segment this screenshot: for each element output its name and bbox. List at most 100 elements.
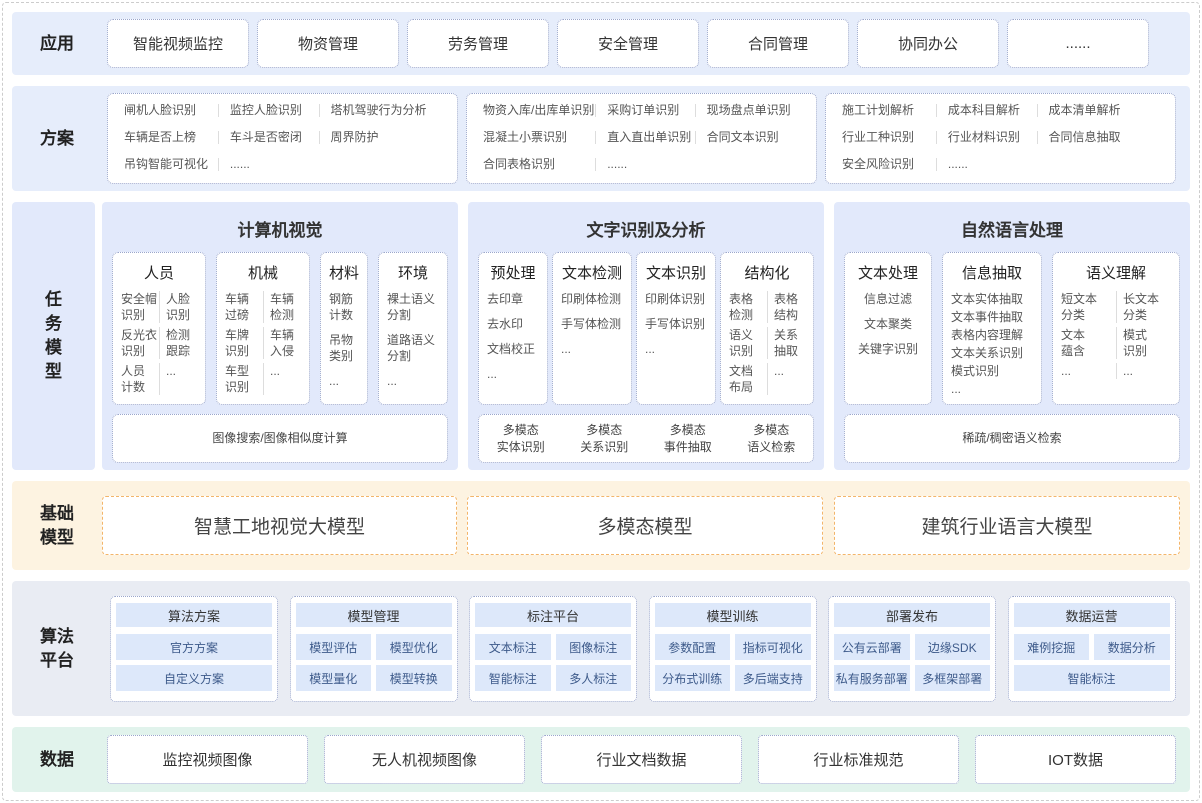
algo-item[interactable]: 公有云部署 [834, 634, 910, 660]
layer-label: 应用 [40, 33, 74, 53]
panel-title: 自然语言处理 [961, 221, 1063, 240]
task-item: 长文本 分类 [1116, 291, 1171, 323]
card-title: 结构化 [744, 265, 790, 282]
card-items: 安全帽 识别人脸 识别反光衣 识别检测 跟踪人员 计数... [113, 291, 205, 395]
task-item: ... [329, 374, 340, 388]
task-item: 车辆 过磅 [225, 292, 250, 322]
solution-layer: 方案 闸机人脸识别监控人脸识别塔机驾驶行为分析车辆是否上榜车斗是否密闭周界防护吊… [12, 86, 1190, 191]
card-items: 去印章去水印文档校正... [479, 291, 547, 382]
task-item: ... [1061, 364, 1072, 378]
task-item: 车辆 入侵 [263, 327, 301, 359]
algo-item[interactable]: 多框架部署 [914, 665, 990, 691]
solution-item: 周界防护 [318, 129, 447, 145]
task-card: 材料钢筋 计数吊物 类别... [320, 252, 368, 405]
task-card: 人员安全帽 识别人脸 识别反光衣 识别检测 跟踪人员 计数... [112, 252, 206, 405]
solution-item: 物资入库/出库单识别 [483, 103, 595, 117]
task-card: 语义理解短文本 分类长文本 分类文本 蕴含模式 识别...... [1052, 252, 1180, 405]
solution-item: 监控人脸识别 [217, 102, 331, 118]
algo-group: 标注平台文本标注图像标注智能标注多人标注 [469, 596, 637, 702]
task-item: ... [487, 367, 498, 381]
card-title: 信息抽取 [961, 265, 1022, 282]
task-item: 短文本 分类 [1061, 292, 1098, 322]
layer-label: 方案 [40, 128, 74, 148]
task-item: 文本 蕴含 [1061, 328, 1086, 358]
solution-item: 合同文本识别 [694, 129, 806, 145]
algo-item[interactable]: 自定义方案 [116, 665, 272, 691]
algo-item[interactable]: 分布式训练 [654, 665, 730, 691]
algo-item[interactable]: 图像标注 [555, 634, 631, 660]
task-item: ... [263, 363, 301, 395]
task-item: 手写体检测 [561, 317, 622, 331]
task-card: 信息抽取文本实体抽取文本事件抽取表格内容理解文本关系识别模式识别... [942, 252, 1042, 405]
app-item: 安全管理 [557, 19, 699, 68]
solution-item: ...... [935, 156, 1049, 172]
solution-item: 塔机驾驶行为分析 [318, 102, 447, 118]
task-item: 关键字识别 [857, 342, 918, 356]
task-card: 预处理去印章去水印文档校正... [478, 252, 548, 405]
task-item: 车牌 识别 [225, 328, 250, 358]
algo-item[interactable]: 智能标注 [475, 665, 551, 691]
algo-item[interactable]: 多人标注 [555, 665, 631, 691]
algo-group: 算法方案官方方案自定义方案 [110, 596, 278, 702]
solution-item: 现场盘点单识别 [694, 102, 806, 118]
solution-item: 采购订单识别 [595, 102, 706, 118]
base-model-layer: 基础 模型 智慧工地视觉大模型多模态模型建筑行业语言大模型 [12, 481, 1190, 570]
algo-item[interactable]: 数据分析 [1094, 634, 1170, 660]
algo-item[interactable]: 模型优化 [376, 634, 452, 660]
task-item: 文档校正 [487, 342, 536, 356]
task-bottom-box: 稀疏/稠密语义检索 [844, 414, 1180, 463]
algo-item[interactable]: 模型转换 [376, 665, 452, 691]
task-item: 人员 计数 [121, 364, 146, 394]
task-card: 文本处理信息过滤文本聚类关键字识别 [844, 252, 932, 405]
task-item: ... [645, 342, 656, 356]
base-model-box: 智慧工地视觉大模型 [102, 496, 457, 555]
card-title: 材料 [328, 265, 359, 282]
task-item: 裸土语义 分割 [387, 292, 436, 322]
solution-item: 合同表格识别 [483, 157, 556, 171]
solution-list: 物资入库/出库单识别采购订单识别现场盘点单识别混凝土小票识别直入直出单识别合同文… [483, 102, 806, 172]
card-title: 人员 [143, 265, 174, 282]
task-item: 钢筋 计数 [329, 292, 354, 322]
algo-item[interactable]: 模型评估 [295, 634, 371, 660]
task-item: 反光衣 识别 [121, 328, 158, 358]
solution-item: 成本科目解析 [935, 102, 1049, 118]
card-items: 钢筋 计数吊物 类别... [321, 291, 367, 389]
solution-group: 物资入库/出库单识别采购订单识别现场盘点单识别混凝土小票识别直入直出单识别合同文… [466, 93, 817, 184]
card-items: 信息过滤文本聚类关键字识别 [845, 291, 931, 357]
task-item: ... [387, 374, 398, 388]
task-item: 人脸 识别 [159, 291, 197, 323]
algo-item[interactable]: 难例挖掘 [1013, 634, 1089, 660]
algo-item[interactable]: 智能标注 [1013, 665, 1170, 691]
task-item: 信息过滤 [863, 292, 912, 306]
solution-item: 直入直出单识别 [595, 129, 706, 145]
solution-item: 成本清单解析 [1036, 102, 1165, 118]
algo-item[interactable]: 模型量化 [295, 665, 371, 691]
app-item: 智能视频监控 [107, 19, 249, 68]
card-title: 语义理解 [1085, 265, 1146, 282]
algo-item[interactable]: 官方方案 [116, 634, 272, 660]
algo-item[interactable]: 参数配置 [654, 634, 730, 660]
layer-label: 数据 [40, 749, 74, 769]
data-source-box: 监控视频图像 [107, 735, 308, 784]
task-item: 关系 抽取 [767, 327, 805, 359]
solution-item: 吊钩智能可视化 [124, 157, 209, 171]
task-item: 语义 识别 [729, 328, 754, 358]
algo-item[interactable]: 指标可视化 [735, 634, 811, 660]
solution-item: 合同信息抽取 [1036, 129, 1165, 145]
task-bottom-item: 图像搜索/图像相似度计算 [212, 431, 348, 445]
card-title: 文本识别 [645, 265, 706, 282]
algo-item[interactable]: 边缘SDK [914, 634, 990, 660]
solution-item: 车辆是否上榜 [124, 130, 197, 144]
algo-group-title: 标注平台 [475, 603, 631, 627]
base-model-box: 多模态模型 [467, 496, 823, 555]
algo-item[interactable]: 文本标注 [475, 634, 551, 660]
card-items: 裸土语义 分割道路语义 分割... [379, 291, 447, 389]
app-item: 劳务管理 [407, 19, 549, 68]
algo-item[interactable]: 私有服务部署 [834, 665, 910, 691]
algo-item[interactable]: 多后端支持 [735, 665, 811, 691]
task-item: ... [767, 363, 805, 395]
card-items: 短文本 分类长文本 分类文本 蕴含模式 识别...... [1053, 291, 1179, 379]
data-source-box: IOT数据 [975, 735, 1176, 784]
task-item: 文本聚类 [863, 317, 912, 331]
